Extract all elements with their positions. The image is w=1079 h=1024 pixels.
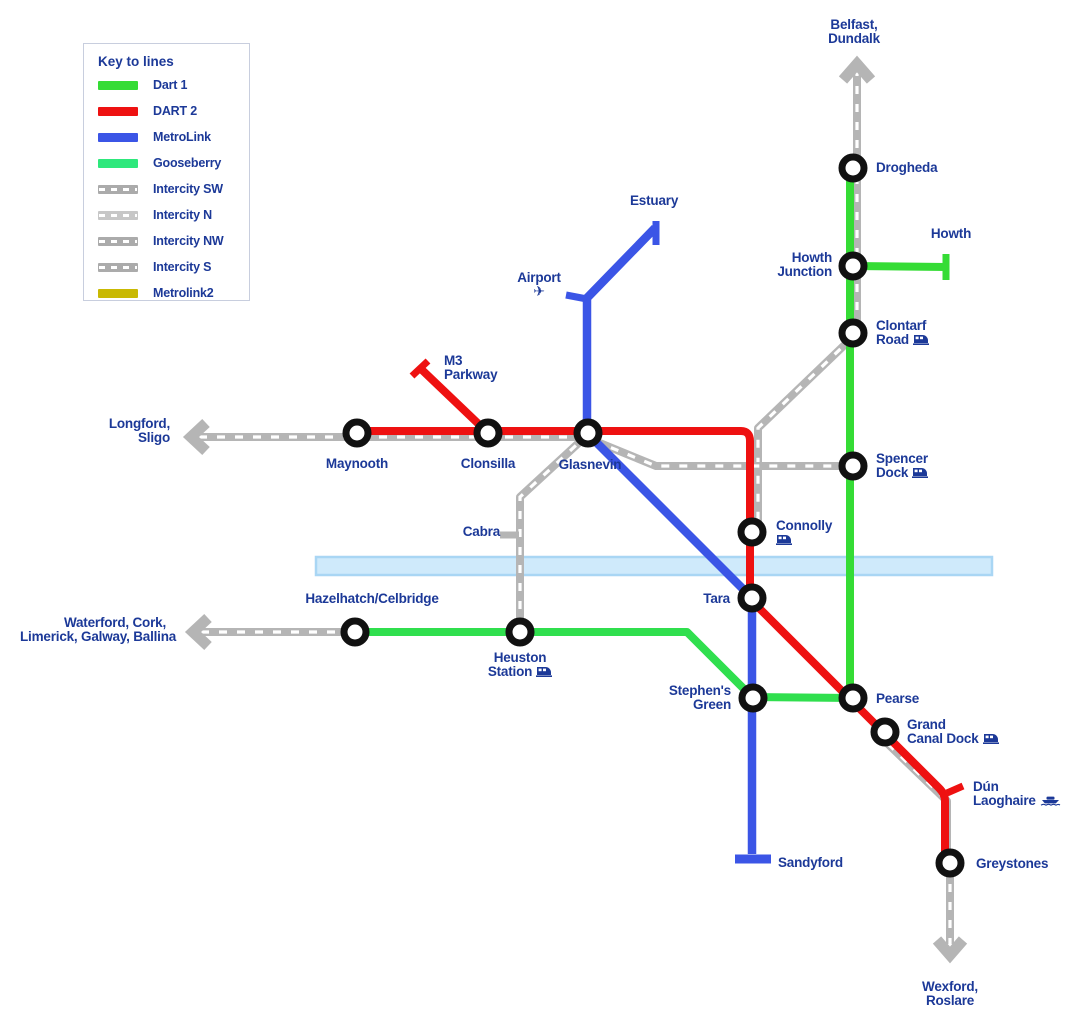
legend-item-intercity-n: Intercity N (98, 202, 249, 228)
station-label-glasnevin: Glasnevin (558, 457, 622, 472)
station-markers (340, 153, 965, 878)
line-intercity-n (754, 55, 876, 532)
station-marker-stephens-green (738, 683, 768, 713)
train-icon (536, 666, 553, 677)
legend-swatch-gooseberry (98, 158, 138, 168)
station-label-hazelhatch: Hazelhatch/Celbridge (305, 591, 439, 606)
train-icon (912, 334, 929, 345)
station-label-tara: Tara (703, 591, 730, 606)
station-marker-clonsilla (473, 418, 503, 448)
arrow-waterford-icon (184, 613, 212, 651)
legend-swatch-metrolink (98, 132, 138, 142)
line-metrolink-main (582, 225, 757, 854)
train-icon (982, 733, 999, 744)
terminus-m3-parkway (409, 358, 431, 379)
station-marker-heuston (505, 617, 535, 647)
station-label-maynooth: Maynooth (325, 456, 389, 471)
arrow-belfast-icon (838, 55, 876, 84)
station-marker-glasnevin (573, 418, 603, 448)
plane-icon: ✈ (533, 282, 545, 299)
legend-swatch-dart2 (98, 106, 138, 116)
legend-title: Key to lines (98, 54, 174, 69)
line-dart2-m3-branch (417, 365, 491, 436)
river-band (314, 555, 994, 577)
ferry-icon (1040, 795, 1061, 806)
line-dart1-howth-branch (852, 262, 947, 271)
station-marker-howth-junction (838, 251, 868, 281)
station-marker-tara (737, 583, 767, 613)
destination-label-belfast-dundalk: Belfast,Dundalk (828, 17, 880, 46)
station-marker-hazelhatch (340, 617, 370, 647)
station-label-greystones: Greystones (976, 856, 1049, 871)
station-marker-grand-canal-dock (870, 717, 900, 747)
legend-item-intercity-nw: Intercity NW (98, 228, 249, 254)
station-tick-airport (565, 291, 588, 303)
station-marker-clontarf-road (838, 318, 868, 348)
station-label-drogheda: Drogheda (876, 160, 938, 175)
arrow-longford-sligo-icon (182, 418, 210, 456)
station-marker-greystones (935, 848, 965, 878)
destination-label-longford-sligo: Longford,Sligo (108, 416, 170, 445)
train-icon (776, 534, 792, 545)
legend-swatch-dart1 (98, 80, 138, 90)
station-label-sandyford: Sandyford (778, 855, 843, 870)
legend-item-intercity-sw: Intercity SW (98, 176, 249, 202)
legend-item-intercity-s: Intercity S (98, 254, 249, 280)
destination-label-wexford-roslare: Wexford,Roslare (922, 979, 978, 1008)
legend-item-dart1: Dart 1 (98, 72, 249, 98)
train-icon (912, 467, 929, 478)
station-label-howth: Howth (930, 226, 972, 241)
station-marker-maynooth (342, 418, 372, 448)
legend-swatch-intercity-nw (98, 236, 138, 246)
line-dart1 (846, 166, 950, 698)
legend-swatch-intercity-sw (98, 184, 138, 194)
station-label-clonsilla: Clonsilla (460, 456, 516, 471)
legend-swatch-metrolink2 (98, 288, 138, 298)
station-label-airport: Airport✈ (517, 270, 561, 299)
station-marker-connolly (737, 517, 767, 547)
legend-item-metrolink2: Metrolink2 (98, 280, 249, 306)
station-tick-dun-laoghaire (945, 782, 965, 797)
station-label-estuary: Estuary (630, 193, 679, 208)
legend: Key to lines Dart 1 DART 2 MetroLink Goo… (83, 43, 250, 301)
legend-swatch-intercity-n (98, 210, 138, 220)
arrow-wexford-icon (932, 936, 968, 964)
line-intercity-nw (182, 418, 853, 470)
line-intercity-n-dashes (756, 68, 859, 532)
legend-item-metrolink: MetroLink (98, 124, 249, 150)
station-label-cabra: Cabra (462, 524, 500, 539)
station-marker-pearse (838, 683, 868, 713)
station-label-connolly: Connolly (776, 519, 832, 546)
destination-label-waterford-cork: Waterford, Cork,Limerick, Galway, Ballin… (20, 615, 177, 644)
station-marker-drogheda (838, 153, 868, 183)
legend-swatch-intercity-s (98, 262, 138, 272)
line-intercity-nw-dashes (199, 435, 853, 468)
station-marker-spencer-dock (838, 451, 868, 481)
legend-item-dart2: DART 2 (98, 98, 249, 124)
station-label-pearse: Pearse (876, 691, 920, 706)
line-gooseberry (355, 628, 854, 702)
legend-item-gooseberry: Gooseberry (98, 150, 249, 176)
